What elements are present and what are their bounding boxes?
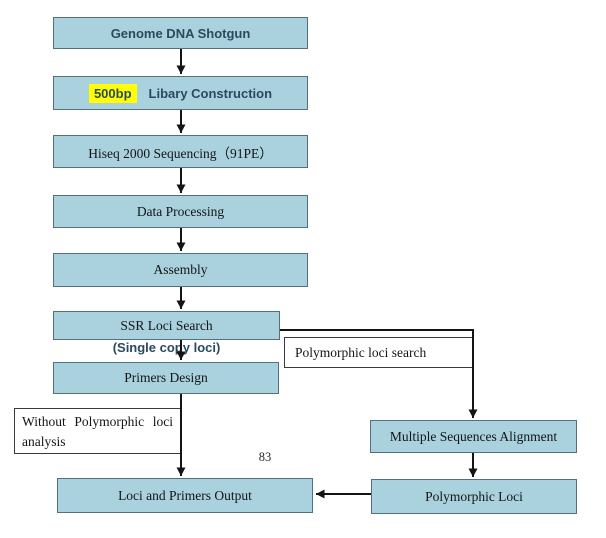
node-loci-and-primers-output: Loci and Primers Output	[57, 478, 313, 513]
page-number: 83	[258, 450, 272, 464]
node-primers-design: Primers Design	[53, 362, 279, 394]
node-genome-dna-shotgun: Genome DNA Shotgun	[53, 17, 308, 49]
annotation-without-polymorphic-loci-analysis: Without Polymorphic loci analysis	[14, 408, 181, 454]
node-polymorphic-loci: Polymorphic Loci	[371, 479, 577, 514]
node-library-construction: 500bp Libary Construction	[53, 76, 308, 110]
node-multiple-sequences-alignment: Multiple Sequences Alignment	[370, 420, 577, 453]
node-data-processing: Data Processing	[53, 195, 308, 228]
node-hiseq-sequencing: Hiseq 2000 Sequencing（91PE）	[53, 135, 308, 168]
node-ssr-loci-search: SSR Loci Search	[53, 311, 280, 340]
annotation-polymorphic-loci-search: Polymorphic loci search	[284, 337, 473, 368]
highlight-500bp: 500bp	[88, 83, 137, 103]
note-single-copy-loci: (Single copy loci)	[112, 340, 221, 355]
node-assembly: Assembly	[53, 253, 308, 287]
node-library-construction-label: Libary Construction	[148, 85, 273, 101]
